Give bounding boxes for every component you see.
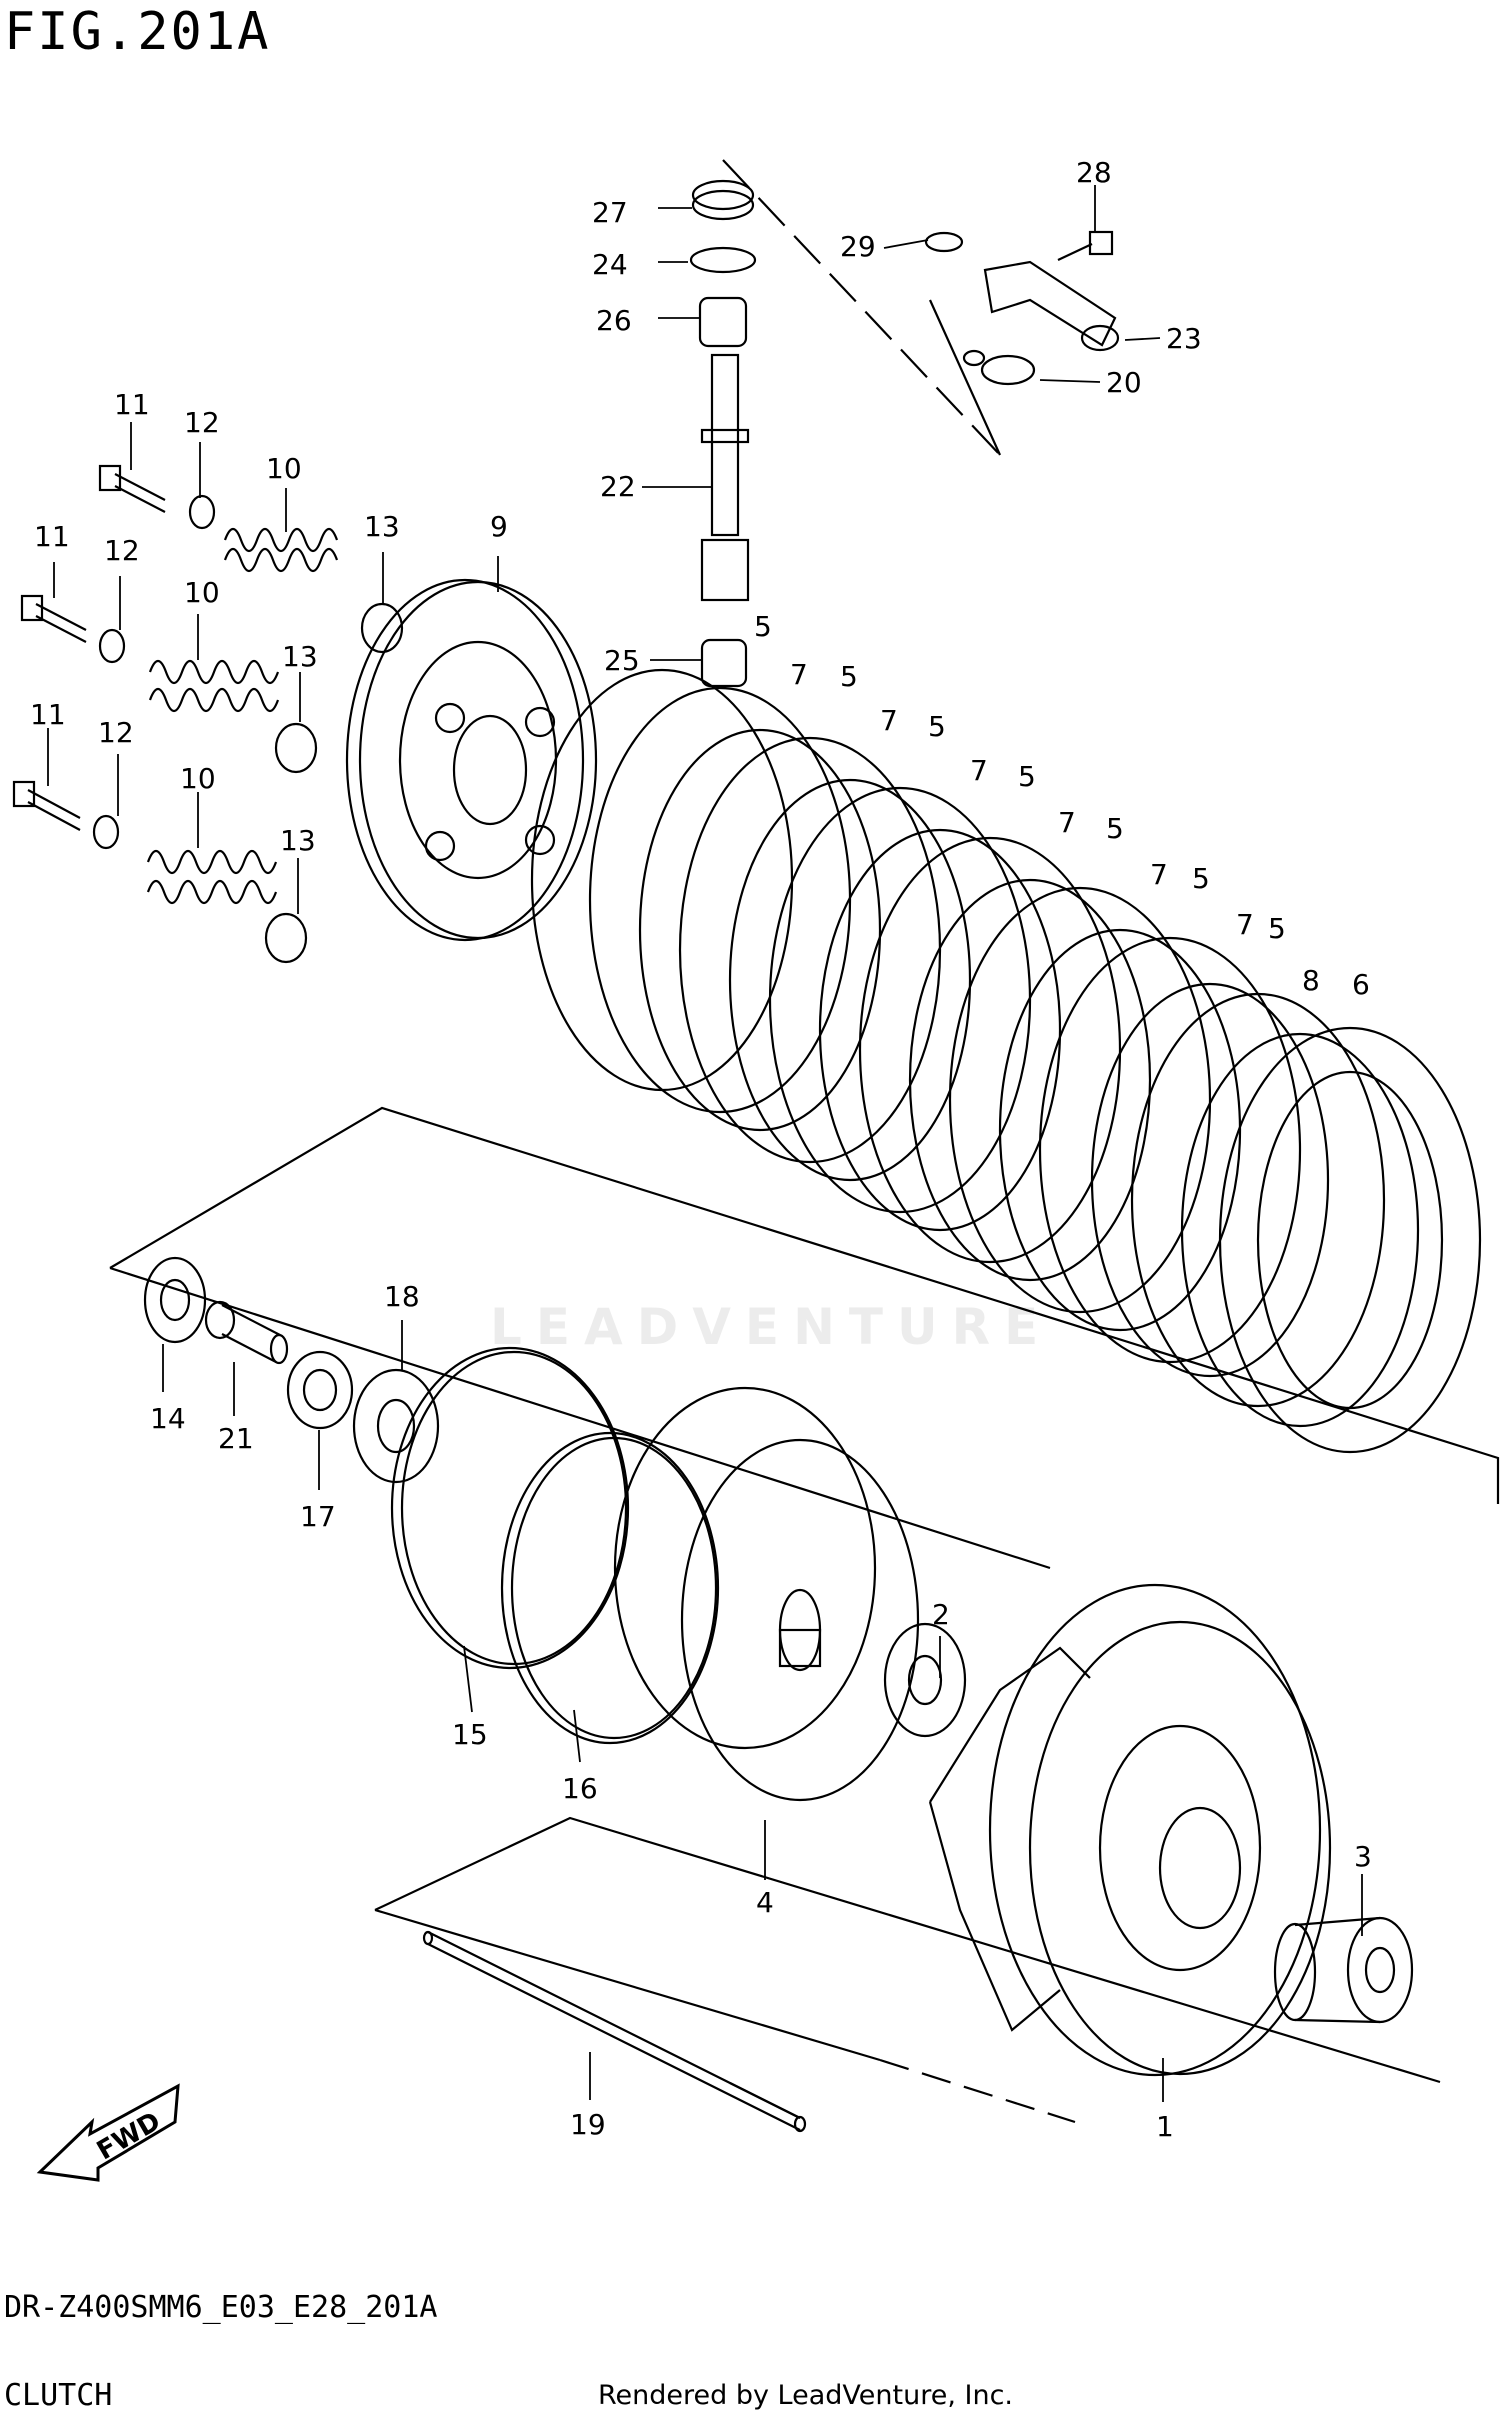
model-code: DR-Z400SMM6_E03_E28_201A: [4, 2290, 438, 2325]
callout-13: 13: [280, 824, 316, 857]
callout-11: 11: [30, 698, 66, 731]
callout-5: 5: [1106, 812, 1124, 845]
callout-10: 10: [180, 762, 216, 795]
push-rod-part-19: [422, 1930, 807, 2133]
callout-13: 13: [282, 640, 318, 673]
callout-16: 16: [562, 1772, 598, 1805]
washer-part-20: [980, 354, 1036, 386]
section-name: CLUTCH: [4, 2378, 113, 2413]
callout-10: 10: [184, 576, 220, 609]
spring-set-middle: [20, 594, 318, 774]
callout-12: 12: [104, 534, 140, 567]
screw-part-29: [924, 231, 964, 253]
callout-19: 19: [570, 2108, 606, 2141]
spacer-part-3: [1346, 1916, 1414, 2024]
ring-part-15: [390, 1346, 630, 1670]
piece-part-21: [204, 1300, 289, 1365]
callout-13: 13: [364, 510, 400, 543]
spring-set-lower: [12, 780, 308, 964]
callout-11: 11: [34, 520, 70, 553]
callout-7: 7: [1058, 806, 1076, 839]
callout-25: 25: [604, 644, 640, 677]
figure-title: FIG.201A: [4, 2, 271, 62]
callout-4: 4: [756, 1886, 774, 1919]
callout-2: 2: [932, 1598, 950, 1631]
callout-26: 26: [596, 304, 632, 337]
callout-20: 20: [1106, 366, 1142, 399]
ring-part-16: [500, 1431, 720, 1745]
callout-18: 18: [384, 1280, 420, 1313]
callout-5: 5: [928, 710, 946, 743]
callout-11: 11: [114, 388, 150, 421]
callout-22: 22: [600, 470, 636, 503]
callout-29: 29: [840, 230, 876, 263]
arm-frame: [722, 159, 1001, 456]
callout-6: 6: [1352, 968, 1370, 1001]
plates-frame: [109, 1106, 1500, 1504]
callout-24: 24: [592, 248, 628, 281]
callout-3: 3: [1354, 1840, 1372, 1873]
washer-part-2: [883, 1622, 967, 1738]
callout-9: 9: [490, 510, 508, 543]
callout-1: 1: [1156, 2110, 1174, 2143]
callout-28: 28: [1076, 156, 1112, 189]
forward-arrow-icon: [36, 2083, 180, 2182]
callout-27: 27: [592, 196, 628, 229]
spring-set-upper: [98, 464, 404, 654]
callout-7: 7: [1150, 858, 1168, 891]
sleeve-hub-part-4: [613, 1386, 920, 1802]
callout-5: 5: [840, 660, 858, 693]
callout-15: 15: [452, 1718, 488, 1751]
washer-part-18: [352, 1368, 440, 1484]
hub-frame: [374, 1816, 1441, 2084]
callout-21: 21: [218, 1422, 254, 1455]
bearing-part-25: [700, 638, 748, 688]
callout-7: 7: [970, 754, 988, 787]
bolt-part-28: [1088, 230, 1114, 256]
pressure-plate-part-9: [345, 578, 598, 942]
release-shaft-part-22: [700, 353, 750, 602]
callout-labels: 27 24 26 22 25 29 28 23 20 9 11 12 10 13…: [30, 156, 1372, 2166]
lever-part-23: [983, 260, 1120, 352]
callout-12: 12: [98, 716, 134, 749]
callout-5: 5: [1268, 912, 1286, 945]
housing-part-1: [928, 1583, 1332, 2077]
bearing-part-26: [698, 296, 748, 348]
callout-10: 10: [266, 452, 302, 485]
friction-plates-stack: [530, 668, 1482, 1454]
render-credit: Rendered by LeadVenture, Inc.: [598, 2380, 1014, 2411]
bearing-part-14: [143, 1256, 207, 1344]
callout-5: 5: [1018, 760, 1036, 793]
callout-5: 5: [754, 610, 772, 643]
callout-5: 5: [1192, 862, 1210, 895]
callout-7: 7: [1236, 908, 1254, 941]
oil-seal-part-27: [691, 189, 755, 221]
callout-8: 8: [1302, 964, 1320, 997]
callout-7: 7: [790, 658, 808, 691]
callout-12: 12: [184, 406, 220, 439]
nut-part-17: [286, 1350, 354, 1430]
watermark: LEADVENTURE: [490, 1298, 1053, 1356]
callout-23: 23: [1166, 322, 1202, 355]
callout-7: 7: [880, 704, 898, 737]
callout-17: 17: [300, 1500, 336, 1533]
washer-part-24: [689, 246, 757, 274]
callout-14: 14: [150, 1402, 186, 1435]
